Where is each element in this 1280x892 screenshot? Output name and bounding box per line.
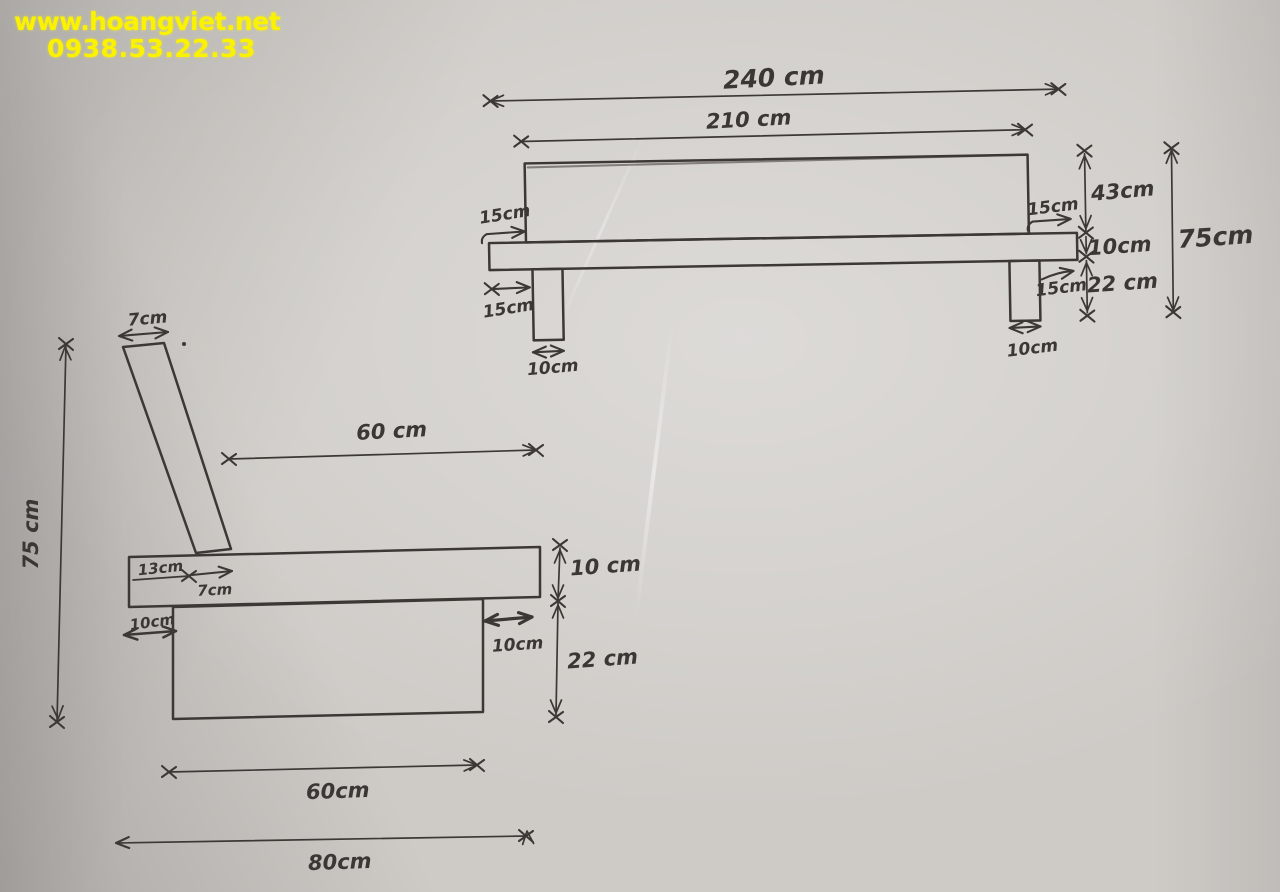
dim-plank-thickness: 10cm	[1078, 232, 1152, 264]
watermark-website: www.hoangviet.net	[14, 7, 281, 36]
label-base-height: 22 cm	[566, 645, 638, 674]
side-view-drawing: 75 cm 7cm 60 cm 13cm	[19, 307, 642, 875]
left-leg	[531, 267, 565, 342]
label-leg-width-right: 10cm	[1006, 336, 1060, 362]
label-backrest-top-thickness: 7cm	[127, 307, 168, 330]
dim-total-height-front: 75cm	[1163, 140, 1255, 320]
label-seat-depth: 60 cm	[356, 417, 428, 445]
dim-base-width: 60cm	[160, 757, 486, 804]
right-leg	[1008, 259, 1042, 323]
label-plank-thickness: 10cm	[1087, 232, 1152, 260]
dim-seat-thickness: 10 cm	[549, 537, 642, 609]
label-backrest-bottom-thickness: 7cm	[197, 580, 233, 600]
dim-base-height: 22 cm	[547, 602, 639, 725]
label-inset-bottom-left: 15cm	[481, 295, 535, 323]
dim-inset-bottom-right: 15cm	[1035, 264, 1088, 301]
label-seat-thickness: 10 cm	[569, 552, 641, 581]
dim-overall-width: 240 cm	[482, 60, 1067, 109]
label-base-inset-right: 10cm	[491, 633, 544, 657]
dim-backrest-offset: 13cm	[132, 557, 198, 584]
bed-frame-outline	[487, 153, 1079, 342]
dim-leg-width-left: 10cm	[526, 344, 579, 380]
label-total-height: 75cm	[1177, 220, 1255, 254]
dim-leg-height: 22 cm	[1079, 259, 1159, 323]
dim-frame-width: 210 cm	[513, 105, 1034, 149]
dim-base-inset-left: 10cm	[122, 610, 178, 642]
base-outline	[171, 597, 485, 721]
label-headboard-height: 43cm	[1089, 176, 1155, 206]
dim-backrest-top-thickness: 7cm	[117, 307, 170, 343]
dim-inset-top-right: 15cm	[1026, 194, 1080, 232]
dim-inset-top-left: 15cm	[478, 201, 532, 245]
dim-leg-width-right: 10cm	[1006, 319, 1060, 362]
front-view-drawing: 240 cm 210 cm 15cm 15cm	[478, 60, 1255, 380]
label-leg-width-left: 10cm	[526, 356, 579, 380]
label-frame-width: 210 cm	[705, 105, 792, 133]
label-inset-top-right: 15cm	[1026, 194, 1080, 220]
dim-seat-depth: 60 cm	[220, 417, 545, 467]
watermark-phone: 0938.53.22.33	[47, 34, 256, 63]
label-leg-height: 22 cm	[1086, 269, 1158, 298]
dim-overall-depth: 80cm	[114, 828, 535, 875]
label-inset-top-left: 15cm	[478, 201, 532, 229]
dim-headboard-height: 43cm	[1076, 143, 1155, 240]
watermark: www.hoangviet.net 0938.53.22.33	[14, 7, 281, 63]
dim-base-inset-right: 10cm	[482, 609, 544, 657]
seat-outline	[127, 545, 542, 609]
label-overall-width: 240 cm	[722, 60, 825, 94]
label-overall-depth: 80cm	[308, 849, 372, 875]
label-base-width: 60cm	[306, 778, 370, 804]
dim-inset-bottom-left: 15cm	[481, 280, 535, 323]
backrest-outline	[121, 341, 233, 555]
dim-backrest-bottom-thickness: 7cm	[190, 564, 234, 600]
dim-side-total-height: 75 cm	[19, 336, 75, 730]
pen-dot	[182, 342, 186, 346]
label-backrest-offset: 13cm	[137, 557, 184, 580]
label-side-total-height: 75 cm	[19, 499, 43, 570]
